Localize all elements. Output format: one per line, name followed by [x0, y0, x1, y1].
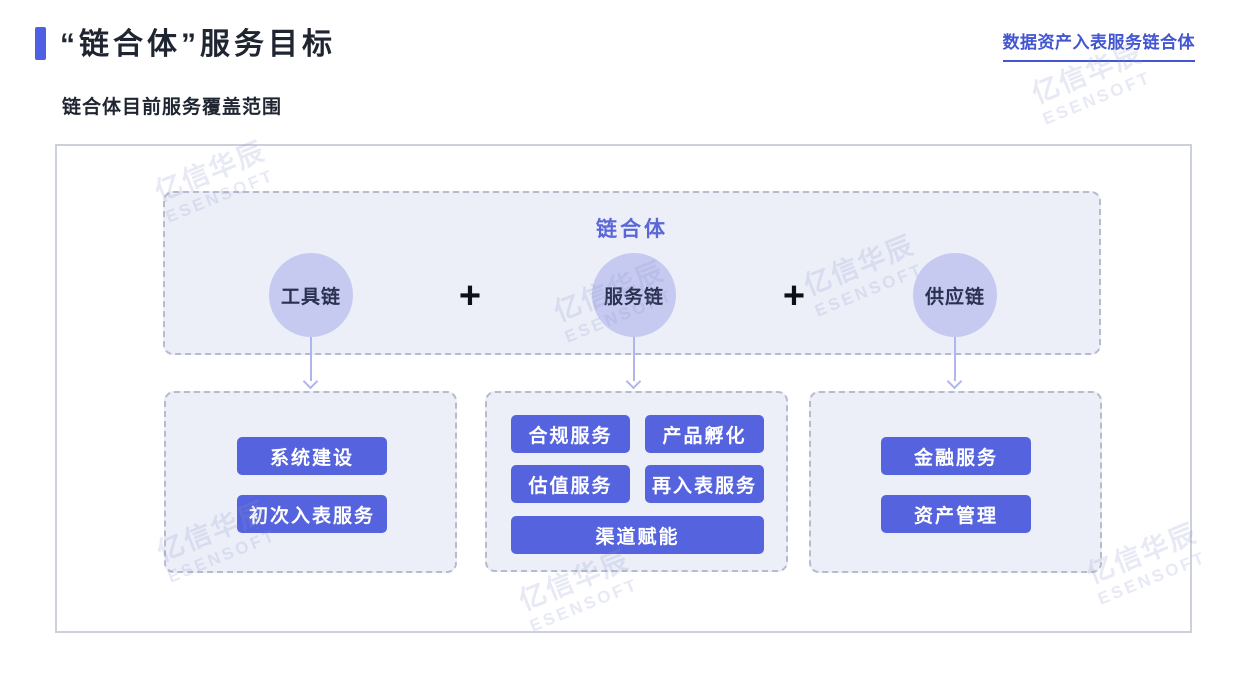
- plus-icon: +: [782, 274, 806, 317]
- service-chip: 估值服务: [511, 465, 630, 503]
- service-chip: 再入表服务: [645, 465, 764, 503]
- chain-node-tool: 工具链: [269, 253, 353, 337]
- service-chip: 资产管理: [881, 495, 1031, 533]
- service-chip: 产品孵化: [645, 415, 764, 453]
- service-chip: 金融服务: [881, 437, 1031, 475]
- header-link[interactable]: 数据资产入表服务链合体: [1002, 28, 1195, 62]
- chain-node-supply: 供应链: [913, 253, 997, 337]
- service-chip: 初次入表服务: [237, 495, 387, 533]
- arrow-down-icon: [954, 337, 956, 381]
- service-chip: 合规服务: [511, 415, 630, 453]
- tool-chain-services-box: 系统建设 初次入表服务: [164, 391, 457, 573]
- supply-chain-services-box: 金融服务 资产管理: [809, 391, 1102, 573]
- service-chip: 渠道赋能: [511, 516, 764, 554]
- service-chip: 系统建设: [237, 437, 387, 475]
- plus-icon: +: [458, 274, 482, 317]
- arrow-down-icon: [310, 337, 312, 381]
- group-title: 链合体: [596, 218, 668, 241]
- chain-node-service: 服务链: [592, 253, 676, 337]
- title-accent-bar: [35, 27, 46, 60]
- arrow-down-icon: [633, 337, 635, 381]
- page-title: “链合体”服务目标: [60, 28, 336, 61]
- section-subtitle: 链合体目前服务覆盖范围: [62, 97, 283, 118]
- service-chain-services-box: 合规服务 产品孵化 估值服务 再入表服务 渠道赋能: [485, 391, 788, 572]
